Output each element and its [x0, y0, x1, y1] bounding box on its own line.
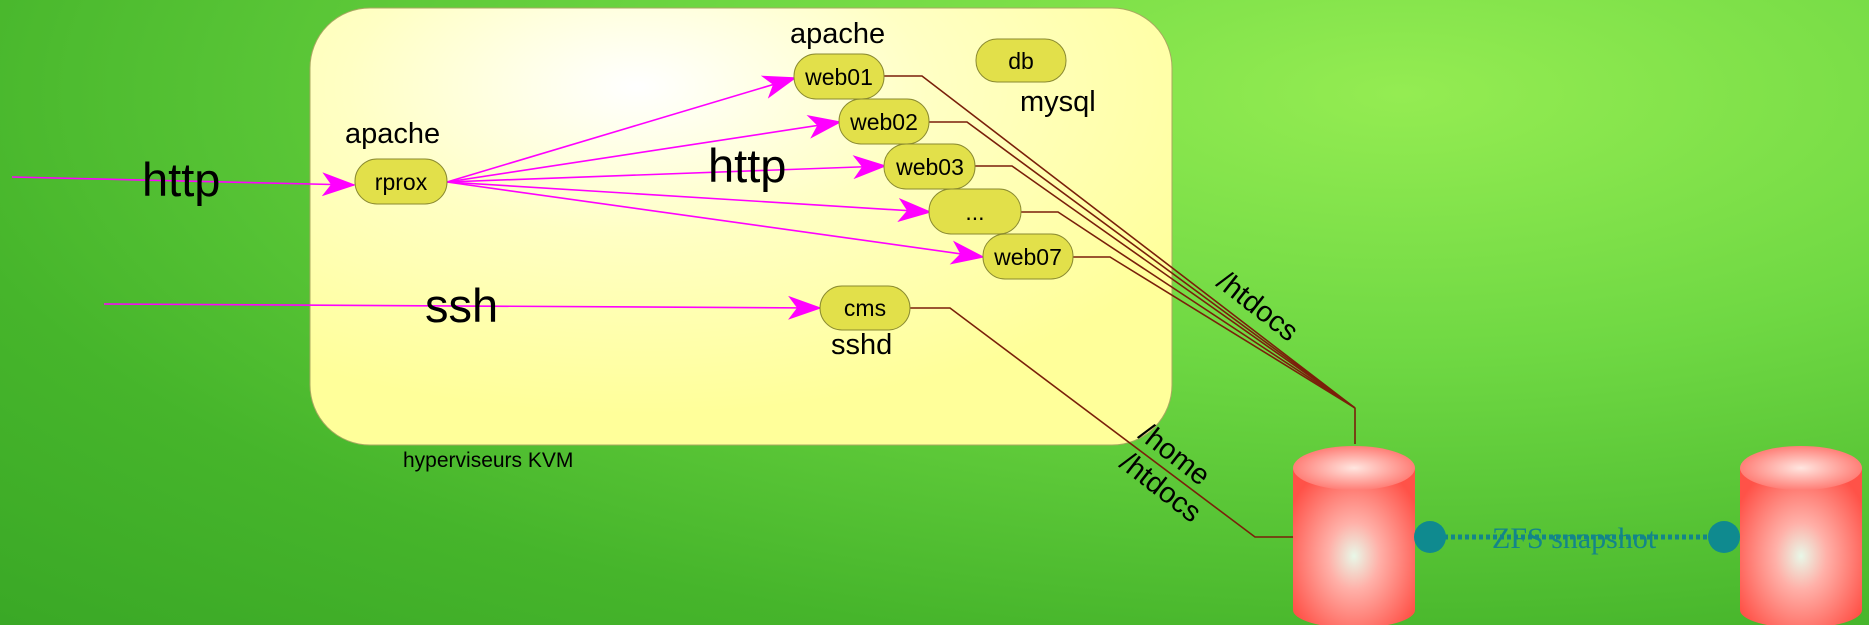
http-in-label: http	[142, 153, 220, 206]
node-web02[interactable]: web02	[838, 98, 930, 145]
node-cms[interactable]: cms	[819, 285, 911, 331]
web07-htdocs-link	[1073, 256, 1356, 409]
node-web01[interactable]: web01	[793, 53, 885, 100]
web07-shape	[982, 233, 1074, 280]
zfs-link-start-dot	[1414, 521, 1446, 553]
hypervisor-panel	[309, 7, 1173, 446]
rproxy-web03-arrow	[446, 155, 887, 183]
cms-service-label: sshd	[831, 329, 892, 361]
node-web07[interactable]: web07	[982, 233, 1074, 280]
web03-htdocs-link	[975, 165, 1356, 409]
rproxy-web07-arrow	[446, 181, 985, 265]
more-label: ...	[965, 199, 984, 225]
more-shape	[928, 188, 1022, 235]
db-service-label: mysql	[1020, 86, 1096, 118]
web01-shape	[793, 53, 885, 100]
rproxy-more-arrow	[446, 181, 932, 222]
http-in-arrow	[11, 172, 356, 197]
db-label: db	[1008, 48, 1034, 74]
rproxy-shape	[354, 158, 448, 205]
db-shape	[975, 38, 1067, 83]
node-rproxy[interactable]: rprox	[354, 158, 448, 205]
node-more[interactable]: ...	[928, 188, 1022, 235]
node-db[interactable]: db	[975, 38, 1067, 83]
more-htdocs-link	[1021, 211, 1356, 409]
ssh-in-label: ssh	[425, 279, 498, 332]
web02-htdocs-link	[929, 121, 1356, 409]
storage-links	[884, 75, 1356, 538]
rproxy-service-label: apache	[345, 118, 440, 150]
web01-htdocs-link	[884, 75, 1356, 409]
rproxy-web01-arrow	[446, 75, 797, 183]
backup-storage[interactable]	[1740, 446, 1862, 625]
web02-label: web02	[849, 109, 918, 135]
backup-storage-top	[1740, 446, 1862, 490]
zfs-link-end-dot	[1708, 521, 1740, 553]
node-web03[interactable]: web03	[883, 143, 976, 190]
cms-shape	[819, 285, 911, 331]
primary-storage-top	[1293, 446, 1415, 490]
web01-label: web01	[804, 64, 873, 90]
hypervisor-label: hyperviseurs KVM	[403, 449, 573, 472]
zfs-snapshot-label: ZFS snapshot	[1492, 522, 1657, 555]
web03-shape	[883, 143, 976, 190]
rproxy-web02-arrow	[446, 114, 842, 183]
http-inner-label: http	[708, 139, 786, 192]
primary-storage-body	[1293, 468, 1415, 625]
ssh-in-arrow	[103, 295, 822, 320]
cms-label: cms	[844, 295, 886, 321]
primary-storage[interactable]	[1293, 446, 1415, 625]
rproxy-label: rprox	[375, 169, 428, 195]
web03-label: web03	[895, 154, 964, 180]
web02-shape	[838, 98, 930, 145]
flow-arrows	[11, 75, 985, 320]
cms-home-link	[910, 307, 1293, 538]
web07-label: web07	[993, 244, 1062, 270]
web-service-label: apache	[790, 18, 885, 50]
backup-storage-body	[1740, 468, 1862, 625]
